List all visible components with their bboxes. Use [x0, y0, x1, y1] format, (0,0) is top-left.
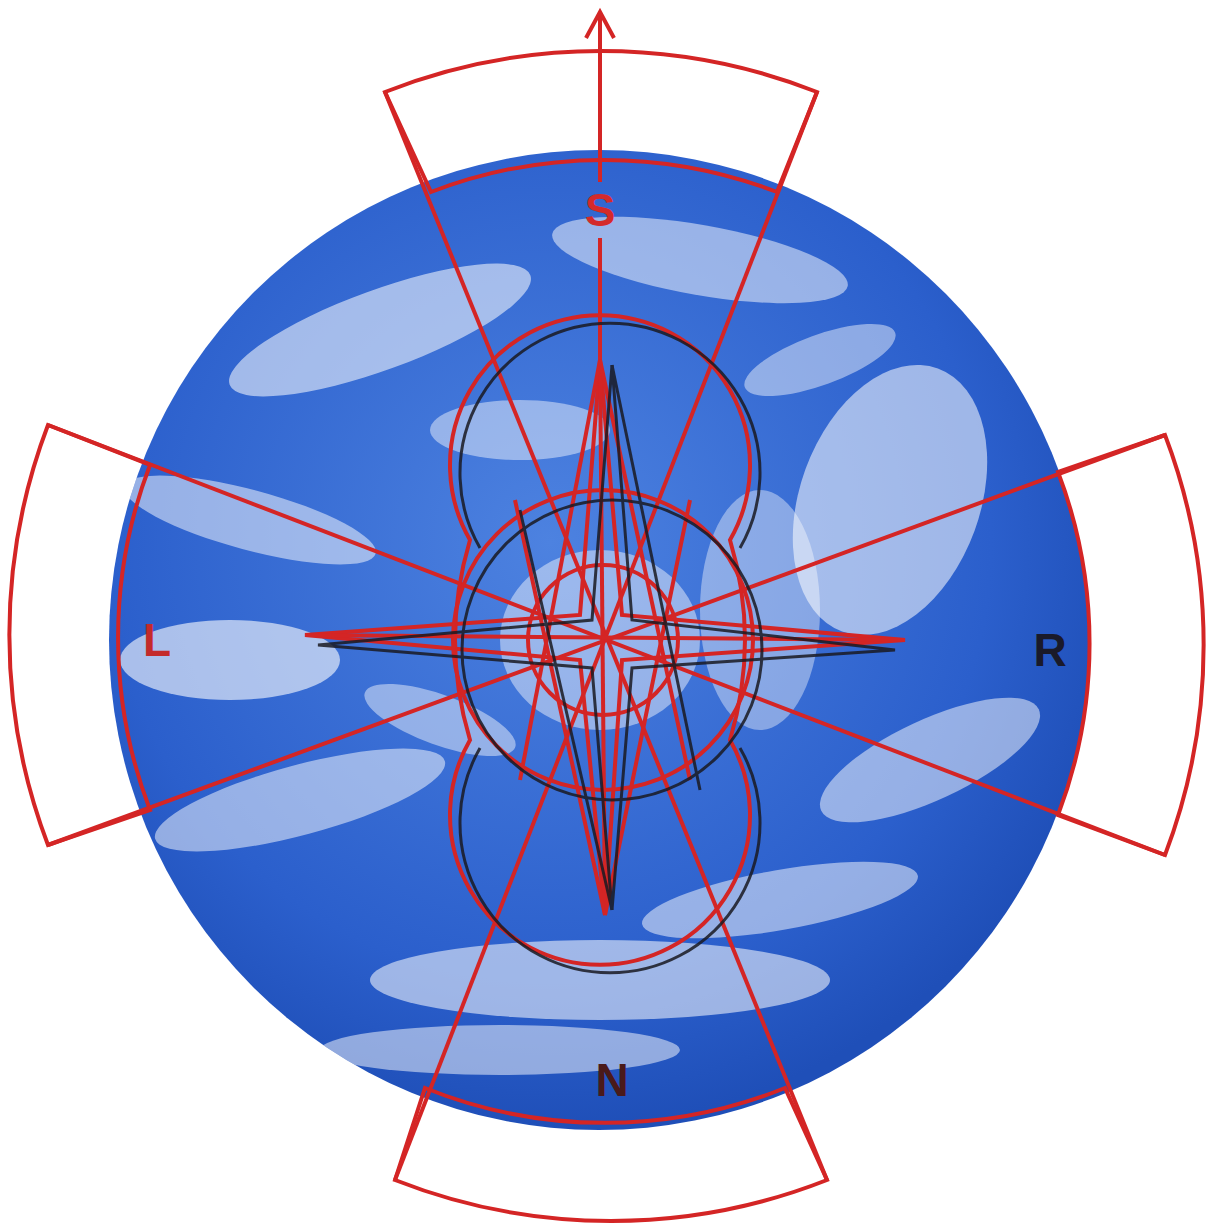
cloud-texture: [117, 199, 1056, 1075]
direction-letter: R: [1033, 627, 1066, 673]
direction-letter: S: [585, 187, 616, 233]
black-compass-overlay: [318, 323, 895, 973]
direction-letter: L: [143, 617, 171, 663]
earth-globe: [109, 150, 1089, 1130]
direction-letter: N: [595, 1057, 628, 1103]
compass-frames: [9, 12, 1203, 1221]
